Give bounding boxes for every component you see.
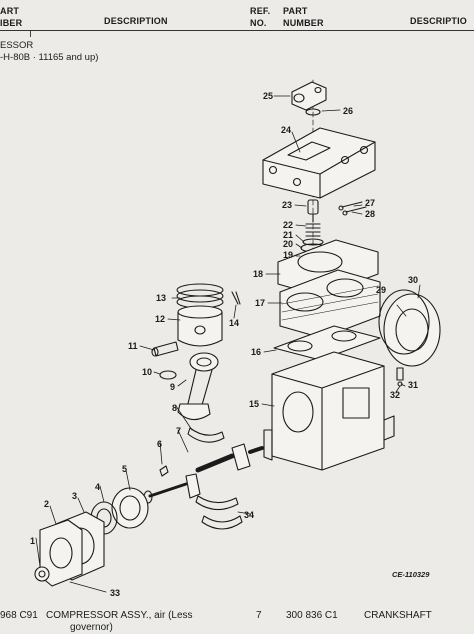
callout-27: 27 xyxy=(365,198,375,208)
col-part2-bottom: NUMBER xyxy=(283,18,324,28)
diagram-code: CE-110329 xyxy=(392,570,430,579)
footer-left-description: COMPRESSOR ASSY., air (Less xyxy=(46,610,193,621)
callout-1: 1 xyxy=(30,536,35,546)
col-ref-bottom: NO. xyxy=(250,18,267,28)
col-part-number-top: ART xyxy=(0,6,20,16)
callout-24: 24 xyxy=(281,125,291,135)
callout-31: 31 xyxy=(408,380,418,390)
part-1-nut xyxy=(34,566,50,582)
callout-13: 13 xyxy=(156,293,166,303)
part-29-30-end-cover xyxy=(378,289,441,367)
callout-8: 8 xyxy=(172,403,177,413)
part-15-crankcase xyxy=(263,351,395,471)
footer-right-part-number: 300 836 C1 xyxy=(286,610,338,621)
callout-12: 12 xyxy=(155,314,165,324)
footer-ref-number: 7 xyxy=(256,610,262,621)
callout-3: 3 xyxy=(72,491,77,501)
callout-33: 33 xyxy=(110,588,120,598)
callout-10: 10 xyxy=(142,367,152,377)
callout-6: 6 xyxy=(157,439,162,449)
col-part2-top: PART xyxy=(283,6,308,16)
col-part-number-bottom: IBER xyxy=(0,18,23,28)
callout-numbers: 25 26 24 23 27 28 22 21 20 19 18 17 16 1… xyxy=(30,91,418,598)
callout-18: 18 xyxy=(253,269,263,279)
part-7-crankshaft xyxy=(143,443,264,504)
col-description-2: DESCRIPTIO xyxy=(410,16,468,26)
callout-15: 15 xyxy=(249,399,259,409)
parts-table-header: ART IBER DESCRIPTION REF. NO. PART NUMBE… xyxy=(0,0,474,32)
callout-32: 32 xyxy=(390,390,400,400)
part-34-bearing-halves xyxy=(195,495,243,530)
callout-34: 34 xyxy=(244,510,254,520)
callout-5: 5 xyxy=(122,464,127,474)
callout-19: 19 xyxy=(283,250,293,260)
section-title: ESSOR xyxy=(0,40,34,51)
col-ref-top: REF. xyxy=(250,6,271,16)
callout-22: 22 xyxy=(283,220,293,230)
part-13-piston-rings xyxy=(176,283,224,309)
part-14-lock xyxy=(231,291,241,305)
part-12-piston xyxy=(177,305,223,347)
col-description: DESCRIPTION xyxy=(104,16,168,26)
part-24-cylinder-head xyxy=(262,127,376,199)
footer-left-part-number: 968 C91 xyxy=(0,610,38,621)
part-5-bearing xyxy=(111,487,149,529)
part-8-rod-cap xyxy=(187,427,225,443)
callout-26: 26 xyxy=(343,106,353,116)
callout-14: 14 xyxy=(229,318,239,328)
callout-17: 17 xyxy=(255,298,265,308)
part-9-connecting-rod xyxy=(177,352,219,421)
part-11-wrist-pin xyxy=(151,341,179,357)
callout-21: 21 xyxy=(283,230,293,240)
part-16-gasket xyxy=(273,325,381,361)
callout-23: 23 xyxy=(282,200,292,210)
callout-30: 30 xyxy=(408,275,418,285)
part-26-oring xyxy=(305,108,321,116)
part-25-cap xyxy=(291,81,327,111)
section-subtitle: -H-80B · 11165 and up) xyxy=(0,52,99,63)
callout-4: 4 xyxy=(95,482,100,492)
compressor-exploded-diagram: 25 26 24 23 27 28 22 21 20 19 18 17 16 1… xyxy=(30,79,441,598)
callout-11: 11 xyxy=(128,341,138,351)
footer-left-description-2: governor) xyxy=(70,622,113,633)
callout-7: 7 xyxy=(176,426,181,436)
part-31-32-fitting xyxy=(396,367,404,387)
part-10-bushing xyxy=(159,370,177,380)
callout-20: 20 xyxy=(283,239,293,249)
callout-2: 2 xyxy=(44,499,49,509)
callout-16: 16 xyxy=(251,347,261,357)
part-6-key xyxy=(159,465,169,477)
callout-29: 29 xyxy=(376,285,386,295)
column-tick xyxy=(30,31,31,37)
callout-9: 9 xyxy=(170,382,175,392)
header-rule xyxy=(0,30,474,31)
part-17-cylinder-block xyxy=(279,269,381,339)
callout-25: 25 xyxy=(263,91,273,101)
part-23-plunger xyxy=(307,199,319,223)
leader-lines xyxy=(35,95,421,593)
footer-right-description: CRANKSHAFT xyxy=(364,610,432,621)
part-27-28-screws xyxy=(338,201,367,216)
callout-28: 28 xyxy=(365,209,375,219)
